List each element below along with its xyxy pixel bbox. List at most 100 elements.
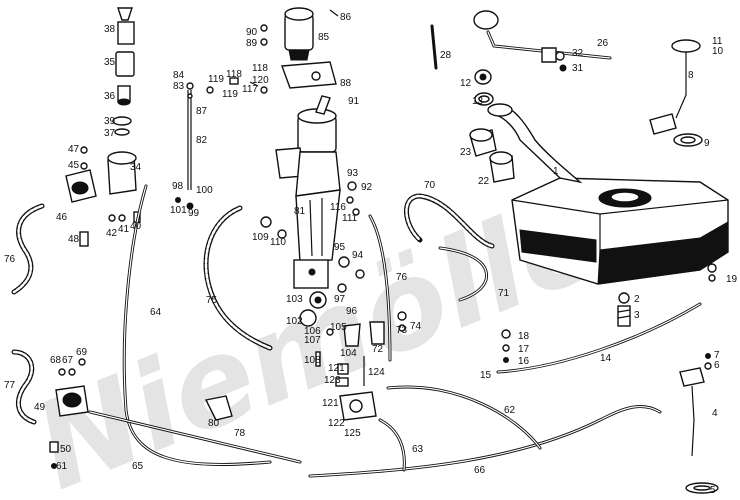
sender-unit [649, 39, 703, 147]
part-label: 10 [712, 46, 724, 57]
part-label: 70 [424, 180, 436, 191]
part-label: 48 [68, 234, 80, 245]
part-label: 98 [172, 181, 184, 192]
part-label: 121 [322, 398, 339, 409]
part-label: 31 [572, 63, 584, 74]
part-label: 124 [368, 367, 385, 378]
part-label: 106 [304, 326, 321, 337]
part-label: 23 [460, 147, 472, 158]
part-label: 81 [294, 206, 306, 217]
part-label: 105 [330, 322, 347, 333]
part-label: 92 [361, 182, 373, 193]
part-label: 28 [440, 50, 452, 61]
part-label: 4 [712, 408, 718, 419]
part-label: 36 [104, 91, 116, 102]
part-label: 19 [726, 274, 738, 285]
part-label: 50 [60, 444, 72, 455]
rod-81 [175, 82, 194, 210]
part-label: 80 [208, 418, 220, 429]
part-label: 84 [173, 70, 185, 81]
part-label: 125 [344, 428, 361, 439]
part-label: 35 [104, 57, 116, 68]
part-label: 116 [330, 202, 346, 213]
part-label: 1 [553, 166, 559, 177]
right-fittings [501, 263, 717, 370]
part-label: 32 [572, 48, 584, 59]
part-label: 62 [504, 405, 516, 416]
part-label: 39 [104, 116, 116, 127]
part-label: 118 [252, 63, 268, 74]
part-label: 89 [246, 38, 258, 49]
part-label: 85 [318, 32, 330, 43]
part-label: 64 [150, 307, 162, 318]
electric-pump-84 [260, 7, 339, 89]
part-label: 87 [196, 106, 208, 117]
part-label: 8 [688, 70, 694, 81]
part-label: 76 [396, 272, 408, 283]
part-label: 73 [396, 325, 408, 336]
part-label: 122 [328, 418, 345, 429]
part-label: 67 [62, 355, 74, 366]
part-label: 40 [130, 221, 142, 232]
part-label: 76 [4, 254, 16, 265]
pump-assembly-80 [275, 95, 341, 289]
part-label: 119 [208, 74, 224, 85]
part-label: 102 [286, 316, 303, 327]
hoses [11, 193, 495, 425]
part-label: 88 [340, 78, 352, 89]
vent-tube [473, 10, 612, 72]
part-label: 74 [410, 321, 422, 332]
part-label: 63 [412, 444, 424, 455]
part-label: 17 [518, 344, 530, 355]
part-label: 49 [34, 402, 46, 413]
part-label: 123 [324, 375, 341, 386]
part-label: 103 [286, 294, 303, 305]
part-label: 75 [206, 295, 218, 306]
part-label: 96 [346, 306, 358, 317]
part-label: 7 [714, 350, 720, 361]
part-label: 38 [104, 24, 116, 35]
part-label: 100 [196, 185, 213, 196]
part-label: 119 [222, 89, 238, 100]
part-label: 16 [518, 356, 530, 367]
part-label: 110 [270, 237, 286, 248]
part-label: 18 [518, 331, 530, 342]
part-label: 120 [252, 75, 269, 86]
filler-neck [487, 103, 583, 184]
tank-strap [496, 302, 702, 374]
part-label: 121 [328, 363, 345, 374]
part-label: 47 [68, 144, 80, 155]
part-label: 12 [460, 78, 472, 89]
part-label: 26 [597, 38, 609, 49]
part-label: 9 [704, 138, 710, 149]
part-label: 34 [130, 162, 142, 173]
cap-parts [469, 69, 515, 183]
part-label: 117 [242, 84, 258, 95]
part-label: 37 [104, 128, 116, 139]
part-label: 118 [226, 69, 242, 80]
part-label: 109 [252, 232, 269, 243]
part-label: 45 [68, 160, 80, 171]
part-label: 95 [334, 242, 346, 253]
part-label: 46 [56, 212, 68, 223]
part-label: 82 [196, 135, 208, 146]
part-label: 11 [712, 36, 723, 47]
fuel-pipes [88, 24, 662, 478]
fuel-tank [511, 177, 729, 285]
part-label: 93 [347, 168, 359, 179]
centre-fittings [204, 181, 407, 421]
part-label: 2 [634, 294, 640, 305]
part-label: 42 [106, 228, 118, 239]
part-label: 61 [56, 461, 68, 472]
left-pump-34 [65, 7, 141, 247]
part-label: 77 [4, 380, 16, 391]
part-label: 111 [342, 213, 358, 224]
part-label: 13 [472, 96, 484, 107]
level-sensor [679, 367, 719, 494]
part-label: 97 [334, 294, 346, 305]
part-label: 101 [170, 205, 187, 216]
part-label: 15 [480, 370, 492, 381]
part-label: 108 [304, 355, 321, 366]
part-label: 83 [173, 81, 185, 92]
